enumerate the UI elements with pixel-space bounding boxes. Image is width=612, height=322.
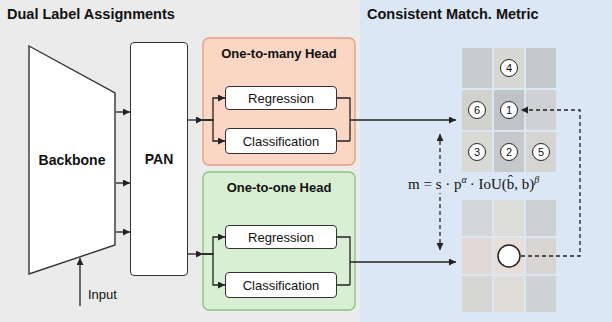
connector-arrow bbox=[203, 254, 225, 285]
formula-text: m = s · pα · IoU(b̂, b)β bbox=[404, 176, 543, 193]
input-label: Input bbox=[88, 287, 117, 302]
grid-cell bbox=[494, 48, 524, 88]
output-arrow bbox=[350, 261, 456, 262]
backbone-trapezoid: Backbone bbox=[28, 45, 116, 275]
callout-circle: 4 bbox=[500, 59, 518, 77]
process-box: PAN bbox=[130, 42, 188, 276]
grid-cell bbox=[462, 48, 492, 88]
process-box: Classification bbox=[225, 272, 337, 298]
box-label: Regression bbox=[248, 91, 314, 106]
panel-title: Consistent Match. Metric bbox=[367, 6, 539, 22]
connector-arrow bbox=[116, 231, 130, 232]
callout-number: 4 bbox=[506, 63, 512, 74]
box-label: PAN bbox=[145, 151, 174, 167]
panel-region: Consistent Match. Metric 4 6 1 3 2 5 bbox=[360, 0, 612, 322]
callout-circle: 2 bbox=[500, 143, 518, 161]
head-title: One-to-one Head bbox=[227, 180, 332, 195]
grid-cell bbox=[494, 238, 524, 274]
callout-number: 6 bbox=[474, 105, 480, 116]
connector-arrow bbox=[203, 237, 225, 254]
process-box: Regression bbox=[225, 225, 337, 249]
grid-cell bbox=[462, 276, 492, 312]
callout-number: 5 bbox=[538, 147, 544, 158]
grid-cell bbox=[494, 276, 524, 312]
process-box: Regression bbox=[225, 86, 337, 110]
head-group: One-to-one HeadRegressionClassification bbox=[203, 172, 355, 310]
grid-cell bbox=[526, 200, 556, 236]
connector-arrow bbox=[188, 253, 203, 254]
connector-arrow bbox=[116, 182, 130, 183]
callout-circle: 1 bbox=[500, 101, 518, 119]
callout-circle: 5 bbox=[532, 143, 550, 161]
grid-cell bbox=[526, 48, 556, 88]
grid-cell bbox=[494, 90, 524, 130]
output-wire bbox=[337, 98, 350, 141]
head-ground bbox=[203, 38, 355, 165]
formula-part: m = s · p bbox=[408, 176, 461, 193]
grid-cell bbox=[494, 132, 524, 172]
grid-cell bbox=[462, 132, 492, 172]
match-circle bbox=[498, 245, 520, 267]
input-arrow bbox=[79, 258, 80, 306]
left-panel-ground bbox=[0, 0, 360, 322]
formula-exponent: α bbox=[461, 174, 466, 185]
formula-part: · IoU(b̂, b) bbox=[470, 176, 535, 193]
callout-circle: 6 bbox=[468, 101, 486, 119]
connector-arrow bbox=[188, 119, 203, 120]
panel-region: Dual Label AssignmentsBackbone PAN One-to-… bbox=[0, 0, 360, 322]
callout-circle: 3 bbox=[468, 143, 486, 161]
top-grid bbox=[462, 48, 556, 172]
box-label: Regression bbox=[248, 230, 314, 245]
right-panel-ground bbox=[360, 0, 612, 322]
formula-exponent: β bbox=[534, 174, 539, 185]
callout-number: 2 bbox=[506, 147, 512, 158]
head-title: One-to-many Head bbox=[221, 46, 337, 61]
head-group: One-to-many HeadRegressionClassification bbox=[203, 38, 355, 165]
grid-cell bbox=[494, 200, 524, 236]
grid-cell bbox=[462, 90, 492, 130]
box-label: Classification bbox=[243, 278, 320, 293]
callout-number: 1 bbox=[506, 105, 512, 116]
grid-cell bbox=[526, 132, 556, 172]
panel-title: Dual Label Assignments bbox=[7, 6, 175, 22]
block-label: Backbone bbox=[39, 152, 106, 168]
connector-arrow bbox=[203, 98, 225, 120]
output-arrow bbox=[350, 119, 456, 120]
grid-cell bbox=[462, 238, 492, 274]
connector-arrow bbox=[116, 111, 130, 112]
backbone-shape bbox=[29, 46, 115, 274]
callout-number: 3 bbox=[474, 147, 480, 158]
connector-arrow bbox=[203, 120, 225, 141]
head-ground bbox=[203, 172, 355, 310]
grid-cell bbox=[526, 276, 556, 312]
box-label: Classification bbox=[243, 134, 320, 149]
process-box: Classification bbox=[225, 128, 337, 154]
grid-cell bbox=[462, 200, 492, 236]
output-wire bbox=[337, 237, 350, 285]
bottom-grid bbox=[462, 200, 556, 312]
